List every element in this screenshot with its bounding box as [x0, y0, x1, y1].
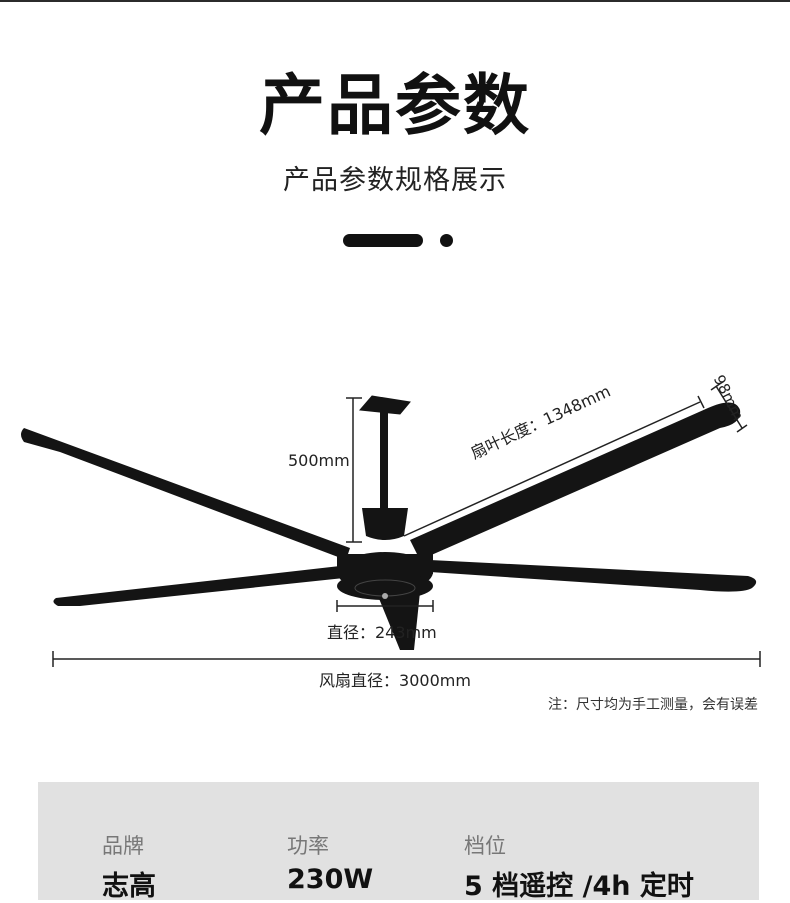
motor-body: [337, 554, 433, 574]
spec-panel: 品牌 志高 功率 230W 档位 5 档遥控 /4h 定时: [38, 782, 759, 903]
spec-label: 品牌: [102, 834, 144, 858]
fan-illustration: [21, 395, 757, 650]
spec-value: 志高: [102, 871, 156, 902]
motor-cap: [362, 508, 408, 540]
dimension-lines: [52, 382, 761, 667]
spec-gear: 档位 5 档遥控 /4h 定时: [464, 830, 694, 903]
ceiling-fan-diagram: [21, 382, 761, 667]
spec-label: 档位: [464, 834, 506, 858]
spec-value: 230W: [287, 864, 374, 895]
measurement-note: 注：尺寸均为手工测量，会有误差: [548, 697, 758, 713]
page-title: 产品参数: [259, 67, 531, 144]
height-dimension-label: 500mm: [288, 451, 350, 470]
down-rod: [380, 410, 388, 510]
fan-diameter-label: 风扇直径：3000mm: [319, 671, 471, 690]
page-subtitle: 产品参数规格展示: [283, 165, 507, 196]
fan-blade: [430, 560, 757, 592]
spec-value: 5 档遥控 /4h 定时: [464, 871, 694, 902]
mount-plate: [358, 395, 411, 415]
spec-label: 功率: [287, 834, 329, 858]
decorative-dot: [440, 234, 453, 247]
fan-blade: [21, 428, 350, 560]
spec-brand: 品牌 志高: [102, 830, 156, 903]
fan-blade: [53, 566, 345, 606]
fan-blade: [410, 402, 741, 560]
decorative-bar: [343, 234, 423, 247]
spec-power: 功率 230W: [287, 830, 373, 895]
motor-diameter-label: 直径：243mm: [327, 623, 437, 642]
top-border-line: [0, 0, 790, 2]
